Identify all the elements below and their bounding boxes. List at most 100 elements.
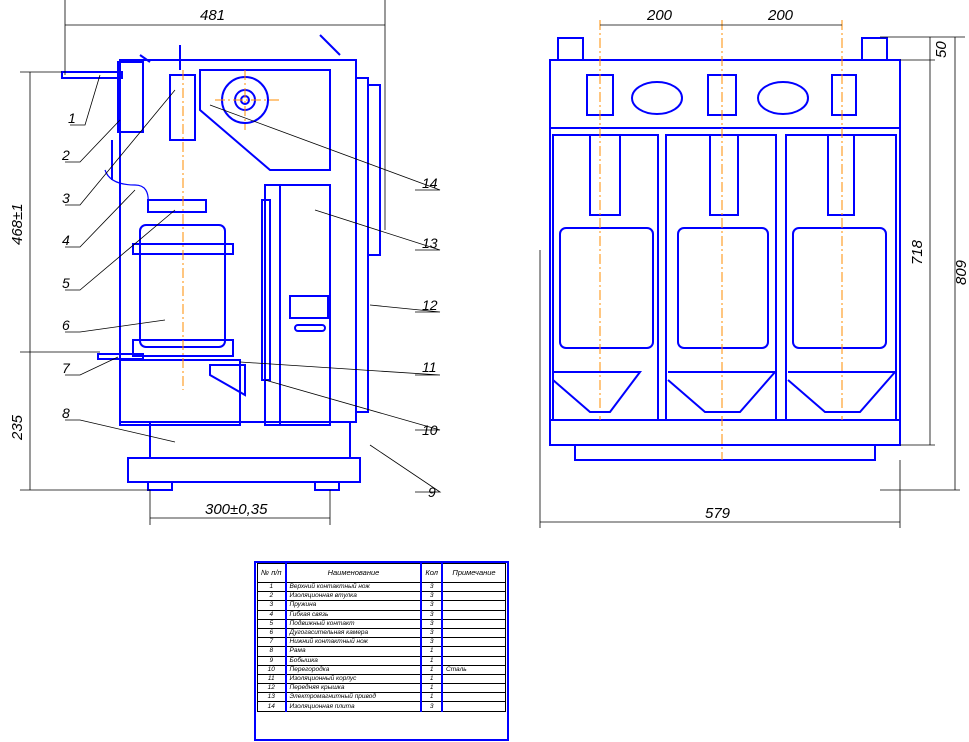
cell-note xyxy=(441,609,506,620)
cell-note xyxy=(441,646,506,657)
header-qty: Кол xyxy=(420,563,443,583)
frame-8 xyxy=(149,421,351,459)
cell-name: Гибкая связь xyxy=(285,609,422,620)
cell-qty: 1 xyxy=(420,664,443,675)
cell-name: Верхний контактный нож xyxy=(285,581,422,593)
dim-50: 50 xyxy=(933,41,950,58)
cell-name: Подвижный контакт xyxy=(285,618,422,629)
callout-5: 5 xyxy=(62,275,70,291)
cell-qty: 1 xyxy=(420,683,443,694)
dim-579: 579 xyxy=(705,505,731,522)
callout-3: 3 xyxy=(62,190,70,206)
cell-qty: 3 xyxy=(420,701,443,712)
cell-note xyxy=(441,655,506,666)
cell-num: 11 xyxy=(256,673,287,685)
cell-num: 10 xyxy=(256,664,287,675)
cell-note xyxy=(441,618,506,629)
dim-718: 718 xyxy=(909,239,926,265)
cell-note xyxy=(441,627,506,639)
cell-note xyxy=(441,637,506,648)
callout-10: 10 xyxy=(422,422,438,438)
dim-468: 468±1 xyxy=(9,203,26,245)
moving-contact-5 xyxy=(147,199,207,213)
callout-8: 8 xyxy=(62,405,70,421)
cell-qty: 3 xyxy=(420,591,443,602)
side-view xyxy=(61,34,381,491)
header-num: № п/п xyxy=(256,563,287,583)
cell-num: 14 xyxy=(256,701,287,712)
cell-num: 12 xyxy=(256,683,287,694)
header-note: Примечание xyxy=(441,563,506,583)
callout-14: 14 xyxy=(422,175,438,191)
cell-qty: 3 xyxy=(420,618,443,629)
dim-481: 481 xyxy=(200,7,225,24)
callout-13: 13 xyxy=(422,235,438,251)
pole-2 xyxy=(665,20,777,460)
dimension-lines xyxy=(20,0,965,528)
foot-right xyxy=(314,481,340,491)
callout-6: 6 xyxy=(62,317,70,333)
cell-qty: 1 xyxy=(420,692,443,703)
cell-num: 2 xyxy=(256,591,287,602)
cell-name: Передняя крышка xyxy=(285,683,422,694)
cell-qty: 1 xyxy=(420,655,443,666)
cell-num: 5 xyxy=(256,618,287,629)
cell-note xyxy=(441,683,506,694)
upper-knife-1 xyxy=(61,71,123,79)
cell-note xyxy=(441,591,506,602)
cell-name: Изоляционный корпус xyxy=(285,673,422,685)
cell-num: 4 xyxy=(256,609,287,620)
foot-left xyxy=(147,481,173,491)
cell-note: Сталь xyxy=(441,664,506,675)
pole-3 xyxy=(785,20,897,421)
cell-note xyxy=(441,600,506,611)
spec-header-row: № п/п Наименование Кол Примечание xyxy=(256,563,506,583)
cell-note xyxy=(441,581,506,593)
cell-qty: 3 xyxy=(420,627,443,639)
header-name: Наименование xyxy=(285,563,422,583)
cell-name: Рама xyxy=(285,646,422,657)
cell-qty: 3 xyxy=(420,581,443,593)
cell-num: 1 xyxy=(256,581,287,593)
dim-300: 300±0,35 xyxy=(205,501,268,518)
cell-name: Нижний контактный нож xyxy=(285,637,422,648)
cell-name: Изоляционная плита xyxy=(285,701,422,712)
callout-11: 11 xyxy=(422,359,437,375)
front-view xyxy=(549,20,901,461)
drive-cover xyxy=(367,84,381,256)
dim-809: 809 xyxy=(953,259,969,285)
base-plate xyxy=(127,457,361,483)
dim-200-a: 200 xyxy=(646,7,673,24)
callout-2: 2 xyxy=(61,147,70,163)
pole-1 xyxy=(552,20,659,421)
callout-7: 7 xyxy=(62,360,71,376)
cell-name: Дугогасительная камера xyxy=(285,627,422,639)
cell-name: Изоляционная втулка xyxy=(285,591,422,602)
front-frame xyxy=(549,59,901,446)
leader-lines xyxy=(65,74,442,493)
callout-9: 9 xyxy=(428,484,436,500)
lower-knife-7 xyxy=(97,353,144,360)
insulating-plate-14 xyxy=(199,69,331,171)
cell-qty: 1 xyxy=(420,673,443,685)
cell-qty: 3 xyxy=(420,637,443,648)
dim-235: 235 xyxy=(9,414,26,441)
cell-num: 13 xyxy=(256,692,287,703)
cell-note xyxy=(441,673,506,685)
cell-num: 9 xyxy=(256,655,287,666)
